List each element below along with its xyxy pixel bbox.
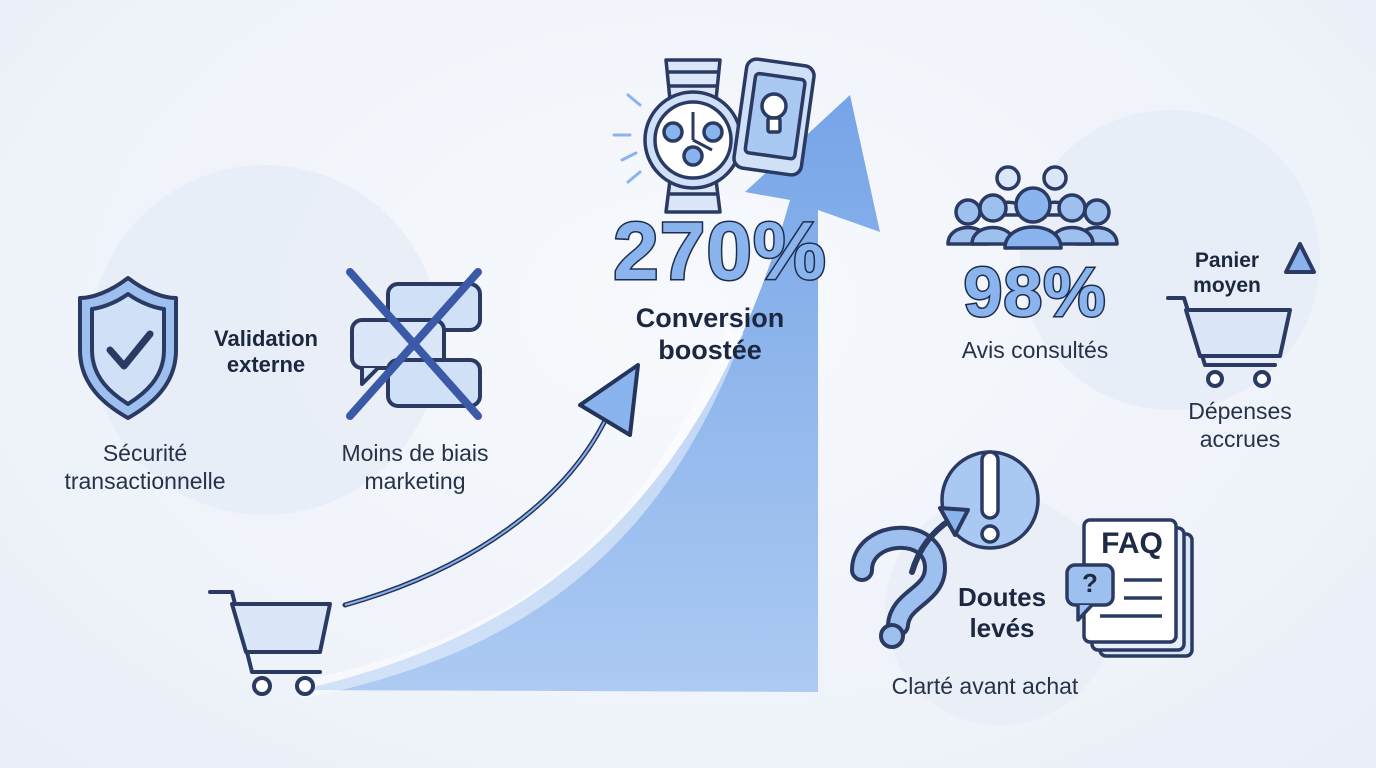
shield-check-icon: [78, 276, 178, 420]
reviews-label: Avis consultés: [961, 337, 1109, 363]
phone-bulb-icon: [732, 57, 816, 177]
basket-label: Panier moyen: [1193, 249, 1261, 298]
bg-circle-left: [90, 165, 440, 515]
conversion-label: Conversion boostée: [635, 303, 785, 366]
validation-label: Validation externe: [214, 326, 318, 378]
curved-arrow-icon: [342, 363, 640, 608]
security-label: Sécurité transactionnelle: [64, 440, 226, 494]
spend-label: Dépenses accrues: [1188, 398, 1292, 452]
exclamation-icon: [940, 450, 1040, 550]
faq-label: FAQ: [1101, 527, 1163, 560]
doubts-label: Doutes levés: [957, 582, 1047, 644]
faq-document-icon: [1065, 518, 1194, 658]
people-group-icon: [946, 165, 1119, 250]
conversion-stat: 270%: [612, 205, 828, 299]
clarity-label: Clarté avant achat: [891, 673, 1079, 699]
reviews-stat: 98%: [962, 252, 1107, 333]
faq-question-glyph: ?: [1082, 568, 1098, 598]
cart-icon: [208, 590, 332, 696]
growth-arrow-icon: [298, 95, 880, 699]
bias-label: Moins de biais marketing: [341, 440, 489, 494]
question-arrow-icon: [850, 506, 970, 649]
no-marketing-chat-icon: [346, 268, 482, 420]
watch-icon: [612, 58, 752, 214]
basket-growth-icon: [1166, 242, 1316, 388]
